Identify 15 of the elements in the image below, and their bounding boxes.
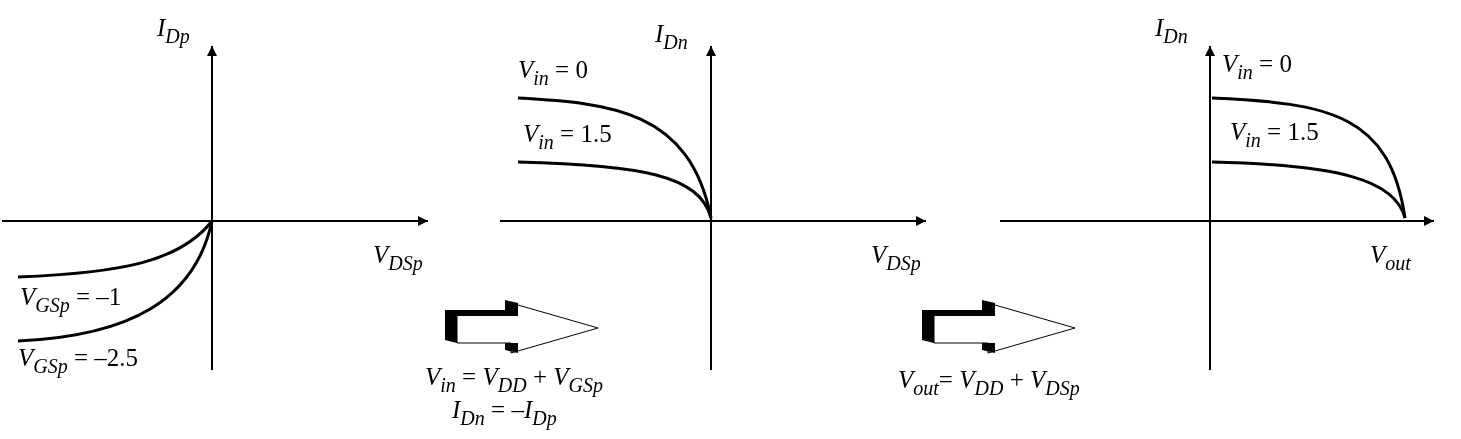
- axis-label: I$_{Dn}$ = –I$_{Dp}$: [452, 396, 557, 430]
- axis-label: V$_{GSp}$ = –2.5: [18, 344, 139, 378]
- axis-label: I$_{Dn}$: [655, 20, 688, 54]
- axis-label: V$_{in}$ = V$_{DD}$ + V$_{GSp}$: [425, 363, 603, 397]
- axis-label: V$_{in}$ = 1.5: [523, 120, 612, 154]
- axis-label: V$_{out}$= V$_{DD}$ + V$_{DSp}$: [898, 366, 1080, 400]
- axis-label: I$_{Dn}$: [1155, 14, 1188, 48]
- axis-label: I$_{Dp}$: [157, 14, 190, 48]
- axis-label: V$_{GSp}$ = –1: [20, 283, 122, 317]
- axis-label: V$_{in}$ = 1.5: [1230, 118, 1319, 152]
- axis-label: V$_{out}$: [1370, 241, 1411, 275]
- axis-label: V$_{in}$ = 0: [1222, 50, 1292, 84]
- axis-label: V$_{DSp}$: [373, 241, 423, 275]
- axis-label: V$_{in}$ = 0: [518, 56, 588, 90]
- axis-label: V$_{DSp}$: [871, 241, 921, 275]
